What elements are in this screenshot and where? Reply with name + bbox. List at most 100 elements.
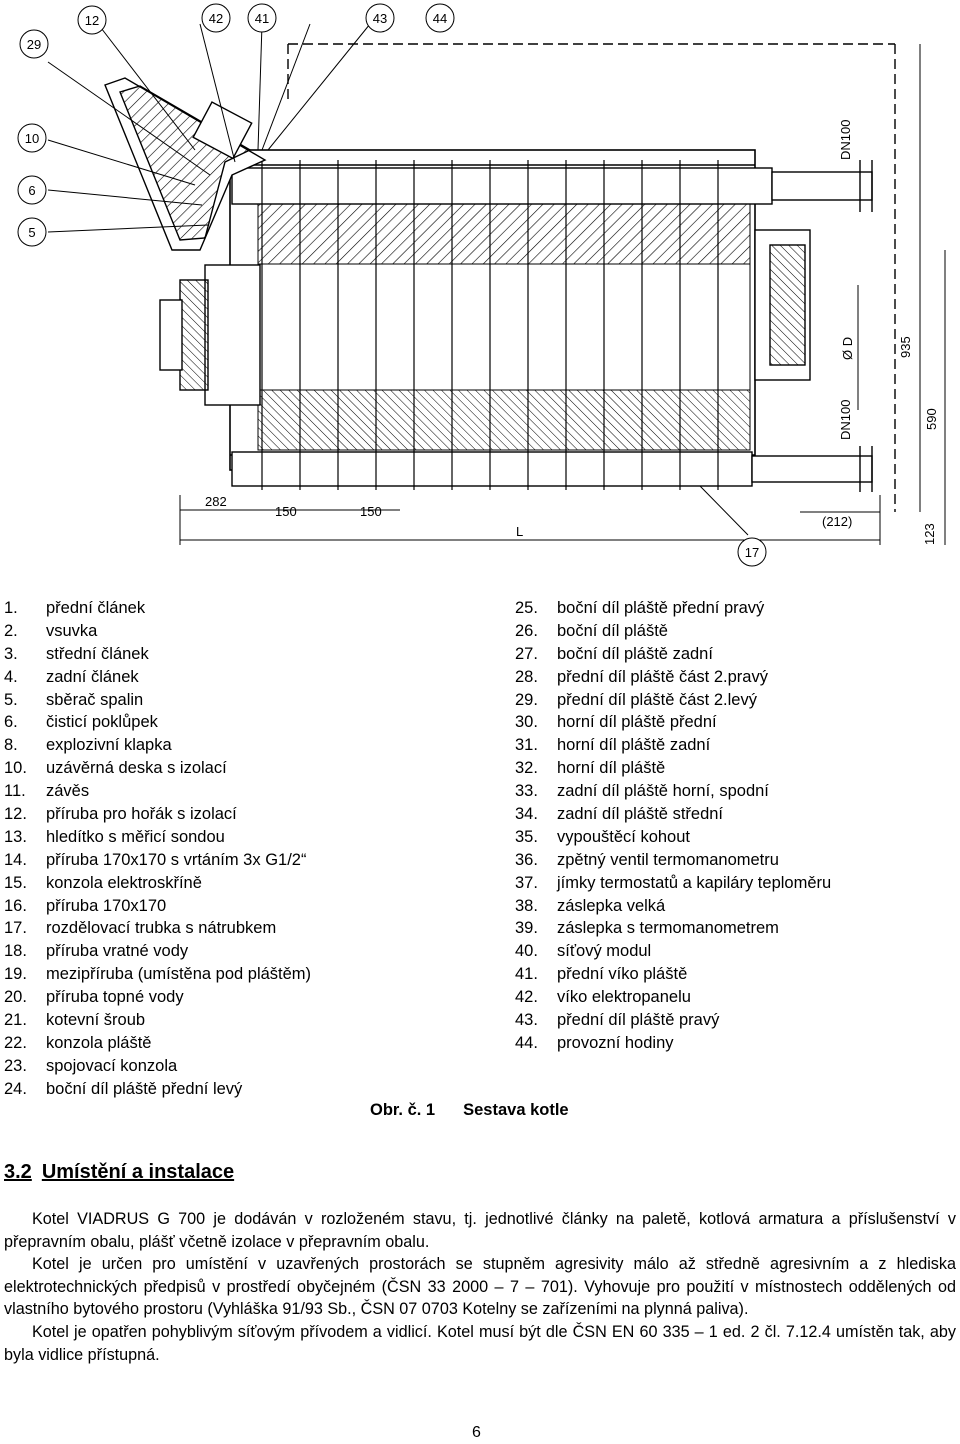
- legend-item-text: síťový modul: [557, 942, 652, 961]
- dim-dn100-bottom: DN100: [838, 400, 853, 440]
- legend-item-text: záslepka velká: [557, 896, 666, 915]
- caption-title: Sestava kotle: [463, 1101, 569, 1119]
- legend-item: 40.síťový modul: [515, 940, 955, 963]
- top-manifold: [231, 160, 873, 212]
- legend-item-text: příruba vratné vody: [46, 942, 189, 961]
- legend-item-number: 22.: [4, 1033, 27, 1052]
- legend-item-number: 16.: [4, 896, 27, 915]
- legend-item: 34.zadní díl pláště střední: [515, 803, 955, 826]
- legend-item-number: 21.: [4, 1011, 27, 1030]
- legend-item-text: příruba pro hořák s izolací: [46, 805, 237, 824]
- legend-item-text: horní díl pláště přední: [557, 713, 717, 732]
- dim-150-a: 150: [275, 504, 297, 519]
- legend-item: 18.příruba vratné vody: [4, 940, 404, 963]
- page-number: 6: [472, 1424, 481, 1441]
- paragraph: Kotel VIADRUS G 700 je dodáván v rozlože…: [4, 1210, 956, 1251]
- dimension-lines: [179, 44, 946, 545]
- legend-item: 19.mezipříruba (umístěna pod pláštěm): [4, 963, 404, 986]
- legend-item-number: 11.: [4, 782, 26, 801]
- legend-item-number: 24.: [4, 1079, 27, 1098]
- dim-282: 282: [205, 494, 227, 509]
- legend-item-text: zadní díl pláště střední: [557, 805, 724, 824]
- legend-item-number: 3.: [4, 644, 18, 663]
- legend-item-text: spojovací konzola: [46, 1056, 178, 1075]
- legend-item: 4.zadní článek: [4, 666, 404, 689]
- legend-item-text: hledítko s měřicí sondou: [46, 827, 225, 846]
- legend-item-text: boční díl pláště: [557, 621, 668, 640]
- callout-41: 41: [247, 3, 277, 33]
- legend-item-number: 12.: [4, 805, 27, 824]
- legend-item: 23.spojovací konzola: [4, 1055, 404, 1078]
- dim-212: (212): [822, 514, 852, 529]
- legend-item-number: 33.: [515, 782, 538, 801]
- legend-item-text: kotevní šroub: [46, 1011, 146, 1030]
- legend-item-text: konzola pláště: [46, 1033, 152, 1052]
- burner-door: [159, 264, 261, 406]
- svg-text:6: 6: [28, 183, 35, 198]
- paragraph: Kotel je opatřen pohyblivým síťovým přív…: [4, 1322, 956, 1364]
- legend-item-number: 32.: [515, 759, 538, 778]
- legend-item-text: zadní díl pláště horní, spodní: [557, 782, 769, 801]
- legend-item-number: 38.: [515, 896, 538, 915]
- legend-item: 17.rozdělovací trubka s nátrubkem: [4, 917, 404, 940]
- legend-item-text: záslepka s termomanometrem: [557, 919, 779, 938]
- legend-item-number: 41.: [515, 965, 538, 984]
- legend-item: 35.vypouštěcí kohout: [515, 826, 955, 849]
- legend-item-number: 39.: [515, 919, 538, 938]
- section-lines: [261, 160, 719, 490]
- svg-text:5: 5: [28, 225, 35, 240]
- legend-item-number: 42.: [515, 988, 538, 1007]
- callout-5: 5: [17, 217, 47, 247]
- legend-item-text: boční díl pláště zadní: [557, 644, 713, 663]
- legend-item-text: zpětný ventil termomanometru: [557, 850, 779, 869]
- legend-item-number: 44.: [515, 1033, 538, 1052]
- svg-text:12: 12: [85, 13, 99, 28]
- legend-item-number: 1.: [4, 599, 18, 617]
- section-body: Kotel VIADRUS G 700 je dodáván v rozlože…: [4, 1208, 956, 1366]
- legend-item-text: boční díl pláště přední levý: [46, 1079, 243, 1098]
- legend-item: 14.příruba 170x170 s vrtáním 3x G1/2“: [4, 849, 404, 872]
- legend-item: 25.boční díl pláště přední pravý: [515, 597, 955, 620]
- dim-diameter: Ø D: [840, 337, 855, 360]
- legend-item: 12. příruba pro hořák s izolací: [4, 803, 404, 826]
- legend-item: 43.přední díl pláště pravý: [515, 1009, 955, 1032]
- rear-cover: [754, 229, 811, 381]
- svg-text:10: 10: [25, 131, 39, 146]
- caption-label: Obr. č. 1: [370, 1101, 436, 1119]
- legend-item-text: vsuvka: [46, 621, 98, 640]
- callout-29: 29: [19, 29, 49, 59]
- callout-42: 42: [201, 3, 231, 33]
- legend-item: 21. kotevní šroub: [4, 1009, 404, 1032]
- figure-caption: Obr. č. 1 Sestava kotle: [370, 1101, 569, 1120]
- legend-item: 31. horní díl pláště zadní: [515, 734, 955, 757]
- callout-17: 17: [737, 537, 767, 567]
- svg-text:17: 17: [745, 545, 759, 560]
- legend-item-text: víko elektropanelu: [557, 988, 691, 1007]
- legend-item-text: jímky termostatů a kapiláry teploměru: [557, 873, 832, 892]
- legend-item: 15.konzola elektroskříně: [4, 872, 404, 895]
- legend-item-number: 27.: [515, 644, 538, 663]
- legend-item: 26.boční díl pláště: [515, 620, 955, 643]
- legend-item-text: explozivní klapka: [46, 736, 172, 755]
- dim-590: 590: [924, 408, 939, 430]
- paragraph: Kotel je určen pro umístění v uzavřených…: [4, 1255, 956, 1319]
- dim-dn100-top: DN100: [838, 120, 853, 160]
- legend-item: 29.přední díl pláště část 2.levý: [515, 689, 955, 712]
- legend-item-text: horní díl pláště zadní: [557, 736, 711, 755]
- legend-item-number: 31.: [515, 736, 538, 755]
- legend-item-text: příruba topné vody: [46, 988, 184, 1007]
- legend-item: 22. konzola pláště: [4, 1032, 404, 1055]
- legend-item: 6.čisticí poklůpek: [4, 711, 404, 734]
- svg-text:44: 44: [433, 11, 447, 26]
- legend-item-text: rozdělovací trubka s nátrubkem: [46, 919, 277, 938]
- legend-item-number: 8.: [4, 736, 18, 755]
- legend-item: 8. explozivní klapka: [4, 734, 404, 757]
- legend-item-number: 28.: [515, 667, 538, 686]
- legend-item-text: příruba 170x170 s vrtáním 3x G1/2“: [46, 850, 307, 869]
- legend-item: 30.horní díl pláště přední: [515, 711, 955, 734]
- legend-item: 5.sběrač spalin: [4, 689, 404, 712]
- legend-item-text: závěs: [46, 782, 90, 801]
